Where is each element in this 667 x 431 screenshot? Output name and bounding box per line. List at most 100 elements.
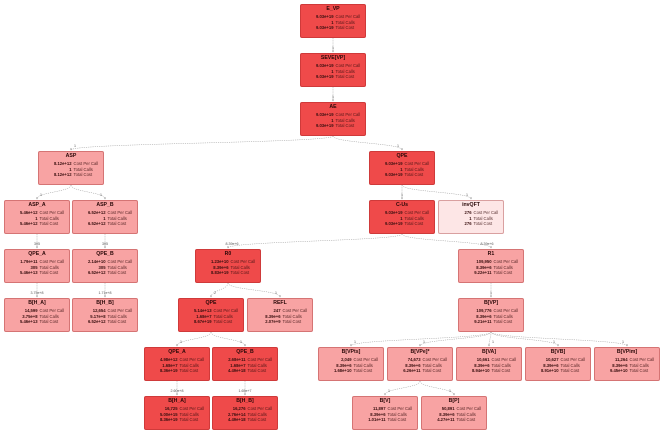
node-title: B[VA] <box>481 349 497 355</box>
metric-label: Cost Per Call <box>247 406 273 411</box>
metric-value: 8.83e+19 <box>210 270 229 276</box>
metric-label: Cost Per Call <box>335 112 361 117</box>
metric-value: 8.36e+19 <box>159 417 178 423</box>
metric-value: 6.52e+12 <box>87 210 106 215</box>
metric-value: 11,897 <box>372 406 386 411</box>
metric-label: Total Cost <box>473 221 493 227</box>
metric-value: 8.39e+6 <box>612 362 628 368</box>
edge-call-count: 305 <box>102 242 108 246</box>
metric-value: 11,264 <box>614 357 628 362</box>
metric-value: 2.07e+9 <box>265 319 281 325</box>
edge-call-count: 1 <box>466 193 468 197</box>
metric-value: 8.39e+6 <box>476 313 492 319</box>
metric-label: Total Cost <box>39 221 59 227</box>
node-title: invQFT <box>462 202 480 208</box>
node-title: B[H_B] <box>236 398 254 404</box>
node-title: B[H_A] <box>168 398 186 404</box>
node-title: QPE_B <box>96 251 114 257</box>
metric-label: Total Cost <box>39 270 59 276</box>
metric-label: Cost Per Call <box>335 14 361 19</box>
metric-label: Cost Per Call <box>282 308 308 313</box>
metric-value: 14,599 <box>24 308 38 313</box>
edge-call-count: 1 <box>423 340 425 344</box>
metric-value: 12,654 <box>92 308 106 313</box>
metric-label: Total Calls <box>491 362 511 368</box>
metric-value: 6.52e+12 <box>87 319 106 325</box>
metric-value: 9.03e+19 <box>315 112 334 117</box>
node-title: QPE_B <box>236 349 254 355</box>
node-title: REFL <box>273 300 287 306</box>
metric-value: 1 <box>469 215 472 221</box>
edge-call-count: 1 <box>332 95 334 99</box>
edge-call-count: 1 <box>100 193 102 197</box>
metric-label: Cost Per Call <box>39 308 65 313</box>
edge-call-count: 1 <box>492 340 494 344</box>
node-title: QPE <box>205 300 217 306</box>
metric-value: 109,950 <box>476 259 492 264</box>
node-title: B[H_A] <box>28 300 46 306</box>
edge-ae-qpe1 <box>332 135 403 151</box>
metric-label: Cost Per Call <box>629 357 655 362</box>
metric-value: 9.03e+19 <box>384 161 403 166</box>
metric-label: Total Calls <box>179 362 199 368</box>
metric-value: 1.01e+11 <box>368 417 386 423</box>
metric-value: 8.39e+6 <box>213 264 229 270</box>
metric-label: Total Calls <box>107 313 127 319</box>
metric-value: 3.75e+8 <box>22 313 38 319</box>
metric-label: Total Cost <box>247 417 267 423</box>
metric-label: Total Calls <box>247 362 267 368</box>
metric-label: Cost Per Call <box>560 357 586 362</box>
metric-value: 1.79e+11 <box>20 259 38 264</box>
metric-value: 8.39e+6 <box>405 362 421 368</box>
metric-label: Total Cost <box>560 368 580 374</box>
metric-value: 8.39e+6 <box>543 362 559 368</box>
metric-label: Total Cost <box>353 368 373 374</box>
metric-value: 8.39e+6 <box>370 411 386 417</box>
metric-label: Total Calls <box>39 215 59 221</box>
metric-value: 1.68e+7 <box>196 313 212 319</box>
metric-value: 1.68e+7 <box>230 362 246 368</box>
metric-value: 9.03e+19 <box>384 221 403 227</box>
metric-label: Cost Per Call <box>179 406 205 411</box>
metric-label: Total Cost <box>73 172 93 178</box>
metric-label: Total Calls <box>282 313 302 319</box>
metric-label: Total Calls <box>493 313 513 319</box>
